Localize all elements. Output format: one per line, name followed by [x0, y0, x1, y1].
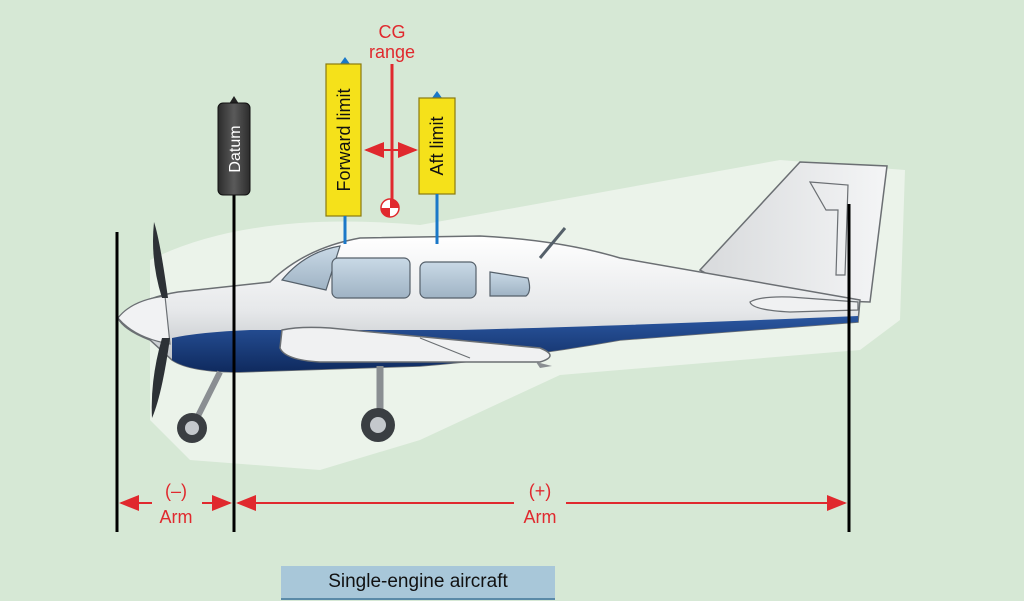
main-gear [361, 366, 395, 442]
negative-sign-label: (–) [165, 481, 187, 501]
forward-limit-label: Forward limit [334, 88, 354, 191]
horizontal-stabilizer [749, 296, 859, 313]
diagram-caption: Single-engine aircraft [281, 566, 555, 600]
positive-arm-label: Arm [524, 507, 557, 527]
negative-arm: (–) Arm [119, 478, 232, 528]
positive-sign-label: (+) [529, 481, 552, 501]
cg-range-indicator: CG range [364, 22, 418, 218]
center-of-gravity-icon [380, 198, 400, 218]
aft-limit-marker: Aft limit [418, 91, 456, 244]
wing [279, 326, 552, 368]
negative-arm-label: Arm [160, 507, 193, 527]
datum-pointer: Datum [217, 96, 251, 196]
propeller [151, 222, 170, 418]
cg-label: CG [379, 22, 406, 42]
aft-limit-label: Aft limit [427, 116, 447, 175]
datum-label: Datum [227, 125, 244, 172]
windows [280, 245, 531, 299]
range-label: range [369, 42, 415, 62]
antenna [538, 227, 567, 259]
positive-arm: (+) Arm [236, 478, 847, 528]
forward-limit-marker: Forward limit [325, 57, 362, 244]
nose-gear [177, 370, 223, 443]
